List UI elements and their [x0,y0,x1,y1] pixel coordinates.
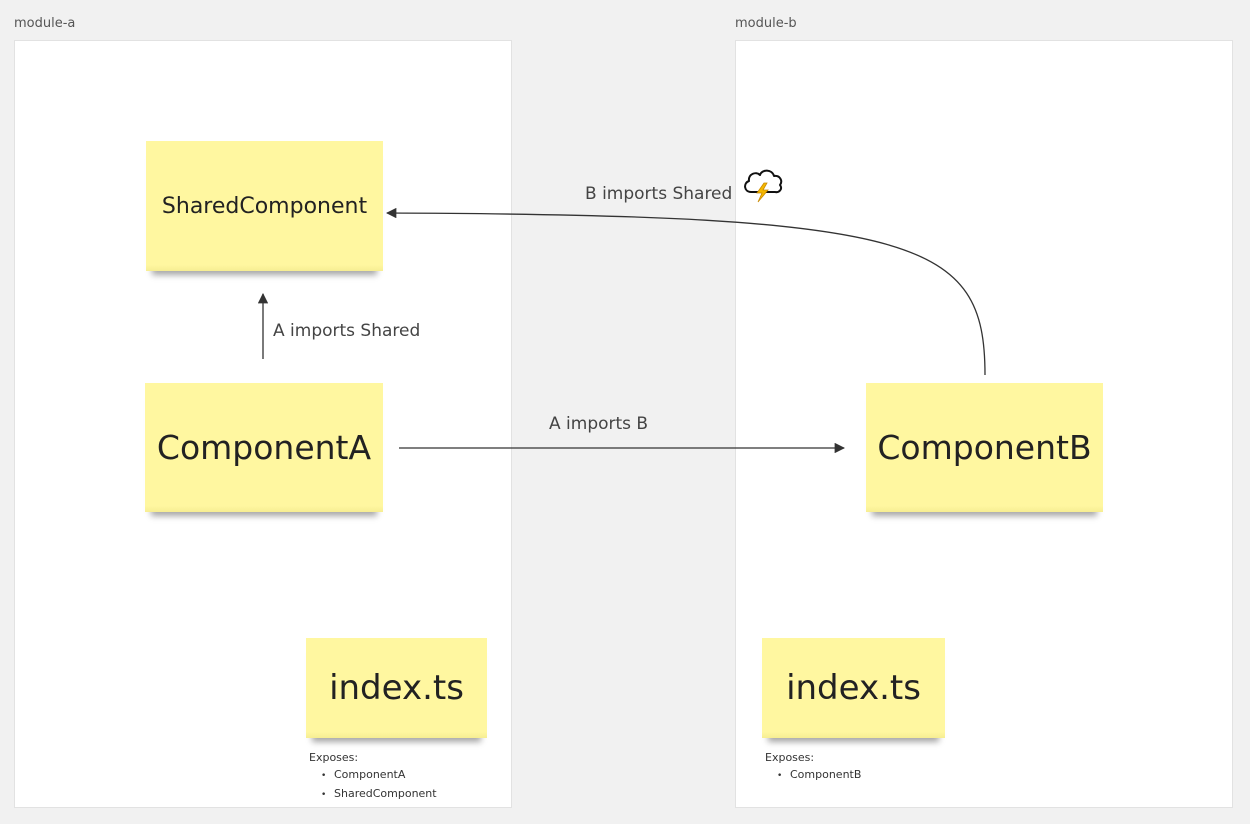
sticky-component-a-text: ComponentA [156,428,372,467]
exposes-title: Exposes: [309,751,359,764]
exposes-item: ComponentA [321,766,437,785]
sticky-shared-component[interactable]: SharedComponent [146,141,383,271]
sticky-index-a-text: index.ts [329,668,464,708]
exposes-item: SharedComponent [321,785,437,804]
sticky-component-b[interactable]: ComponentB [866,383,1103,512]
exposes-title: Exposes: [765,751,815,764]
sticky-shared-component-text: SharedComponent [161,193,368,219]
sticky-index-b-text: index.ts [786,668,921,708]
edge-label-a-imports-b[interactable]: A imports B [549,414,649,434]
sticky-index-b[interactable]: index.ts [762,638,945,738]
edge-label-a-imports-shared[interactable]: A imports Shared [273,321,421,341]
sticky-component-a[interactable]: ComponentA [145,383,383,512]
frame-label-module-a[interactable]: module-a [14,16,76,31]
exposes-note-module-a[interactable]: Exposes: ComponentA SharedComponent [309,749,437,804]
storm-cloud-icon [744,169,783,203]
connector-b-imports-shared[interactable] [385,207,986,376]
frame-label-module-b[interactable]: module-b [735,16,797,31]
sticky-component-b-text: ComponentB [877,428,1092,467]
exposes-item: ComponentB [777,766,861,785]
edge-label-b-imports-shared[interactable]: B imports Shared [585,184,733,204]
exposes-note-module-b[interactable]: Exposes: ComponentB [765,749,861,785]
sticky-index-a[interactable]: index.ts [306,638,487,738]
